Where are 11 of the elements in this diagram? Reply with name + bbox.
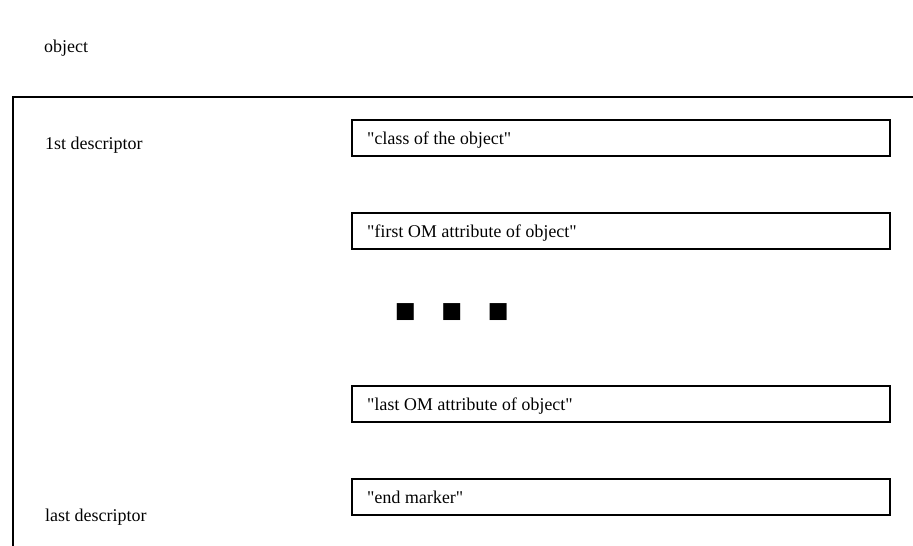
field-text: "end marker" (367, 486, 464, 508)
field-text: "first OM attribute of object" (367, 220, 577, 242)
field-box (351, 478, 891, 516)
descriptor-label: 1st descriptor (45, 133, 142, 154)
field-text: "last OM attribute of object" (367, 394, 573, 414)
frame-heading: object (44, 36, 88, 57)
field-box (351, 212, 891, 250)
field-box (351, 119, 891, 157)
field-box (351, 385, 891, 423)
field-text: "class of the object" (367, 128, 512, 148)
descriptor-label: last descriptor (45, 505, 146, 526)
